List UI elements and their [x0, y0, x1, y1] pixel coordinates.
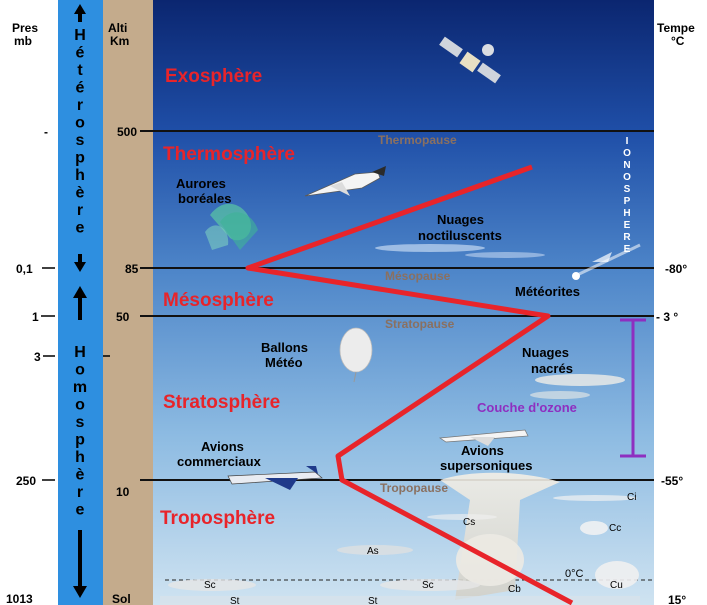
ballons-label-1: Ballons — [261, 340, 308, 355]
pressure-label-1: 1 — [32, 310, 39, 324]
nuages-noct-label-1: Nuages — [437, 212, 484, 227]
avions-super-label-1: Avions — [461, 443, 504, 458]
meteorite-icon — [572, 272, 580, 280]
temperature-label-minus-55: -55° — [661, 474, 683, 488]
noctilucent-cloud-2 — [465, 252, 545, 258]
avions-comm-label-1: Avions — [201, 439, 244, 454]
altitude-header-1: Alti — [108, 21, 127, 35]
mesosphere-title: Mésosphère — [163, 290, 274, 311]
pressure-header-2: mb — [14, 34, 32, 48]
pressure-label-1013: 1013 — [6, 592, 33, 605]
pressure-column — [0, 0, 58, 605]
altitude-label-85: 85 — [125, 262, 139, 276]
cloud-label-sc-1: Sc — [204, 580, 216, 591]
stratocumulus-cloud-1 — [168, 579, 256, 591]
satellite-icon — [439, 36, 501, 84]
nuages-nacres-label-2: nacrés — [531, 361, 573, 376]
mesopause-label: Mésopause — [385, 269, 451, 283]
pressure-label-250: 250 — [16, 474, 36, 488]
aurores-label-2: boréales — [178, 191, 231, 206]
troposphere-title: Troposphère — [160, 508, 275, 529]
thermopause-label: Thermopause — [378, 133, 457, 147]
cloud-label-st-2: St — [368, 596, 378, 605]
nacreous-cloud-1 — [535, 374, 625, 386]
meteorite-trail — [574, 243, 641, 278]
cirrostratus-cloud — [427, 514, 497, 520]
exosphere-title: Exosphère — [165, 66, 262, 87]
nuages-noct-label-2: noctiluscents — [418, 228, 502, 243]
heterosphere-up-arrow — [74, 4, 86, 22]
heterosphere-down-arrow — [74, 254, 86, 272]
altostratus-cloud — [337, 545, 413, 555]
pressure-header-1: Pres — [12, 21, 38, 35]
altitude-label-500: 500 — [117, 125, 137, 139]
altitude-column — [103, 0, 153, 605]
commercial-plane-icon — [227, 466, 323, 490]
aurora-icon — [205, 203, 258, 250]
weather-balloon-icon — [339, 327, 373, 383]
homosphere-down-arrow — [73, 530, 87, 598]
nacreous-cloud-2 — [530, 391, 590, 399]
freezing-level-label: 0°C — [565, 568, 584, 580]
temperature-label-minus-3: - 3 ° — [656, 310, 678, 324]
cirrocumulus-cloud — [580, 521, 608, 535]
aurores-label-1: Aurores — [176, 176, 226, 191]
altitude-label-10: 10 — [116, 485, 130, 499]
temperature-label-15: 15° — [668, 593, 686, 605]
avions-comm-label-2: commerciaux — [177, 454, 262, 469]
sky-panel — [153, 0, 654, 605]
nuages-nacres-label-1: Nuages — [522, 345, 569, 360]
cloud-label-cu: Cu — [610, 580, 623, 591]
stratosphere-title: Stratosphère — [163, 392, 280, 413]
cloud-label-as: As — [367, 546, 379, 557]
stratocumulus-cloud-2 — [380, 579, 480, 591]
temperature-label-minus-80: -80° — [665, 262, 687, 276]
pressure-label-3: 3 — [34, 350, 41, 364]
cloud-label-sc-2: Sc — [422, 580, 434, 591]
altitude-header-2: Km — [110, 34, 129, 48]
space-shuttle-icon — [304, 166, 386, 197]
stratopause-label: Stratopause — [385, 317, 455, 331]
cloud-label-ci: Ci — [627, 492, 636, 503]
homosphere-up-arrow — [73, 286, 87, 320]
noctilucent-cloud-1 — [375, 244, 485, 252]
cloud-label-cc: Cc — [609, 523, 621, 534]
stratus-layer — [160, 596, 640, 605]
temperature-header-1: Tempe — [657, 21, 695, 35]
ballons-label-2: Météo — [265, 355, 303, 370]
cumulus-cloud — [595, 561, 639, 589]
ozone-layer-bracket — [620, 318, 646, 458]
tropopause-label: Tropopause — [380, 481, 448, 495]
pressure-label-0-1: 0,1 — [16, 262, 33, 276]
temperature-profile-curve — [245, 164, 574, 605]
avions-super-label-2: supersoniques — [440, 458, 532, 473]
supersonic-plane-icon — [438, 429, 529, 446]
thermosphere-title: Thermosphère — [163, 144, 295, 165]
cloud-label-cb: Cb — [508, 584, 521, 595]
cloud-label-st-1: St — [230, 596, 240, 605]
temperature-header-2: °C — [671, 34, 685, 48]
ozone-label: Couche d'ozone — [477, 400, 577, 415]
meteorites-label: Météorites — [515, 284, 580, 299]
cloud-label-cs: Cs — [463, 517, 475, 528]
altitude-label-50: 50 — [116, 310, 130, 324]
altitude-label-sol: Sol — [112, 592, 131, 605]
pressure-label-top: - — [44, 125, 48, 139]
cirrus-cloud — [553, 495, 637, 501]
temperature-column — [654, 0, 707, 605]
